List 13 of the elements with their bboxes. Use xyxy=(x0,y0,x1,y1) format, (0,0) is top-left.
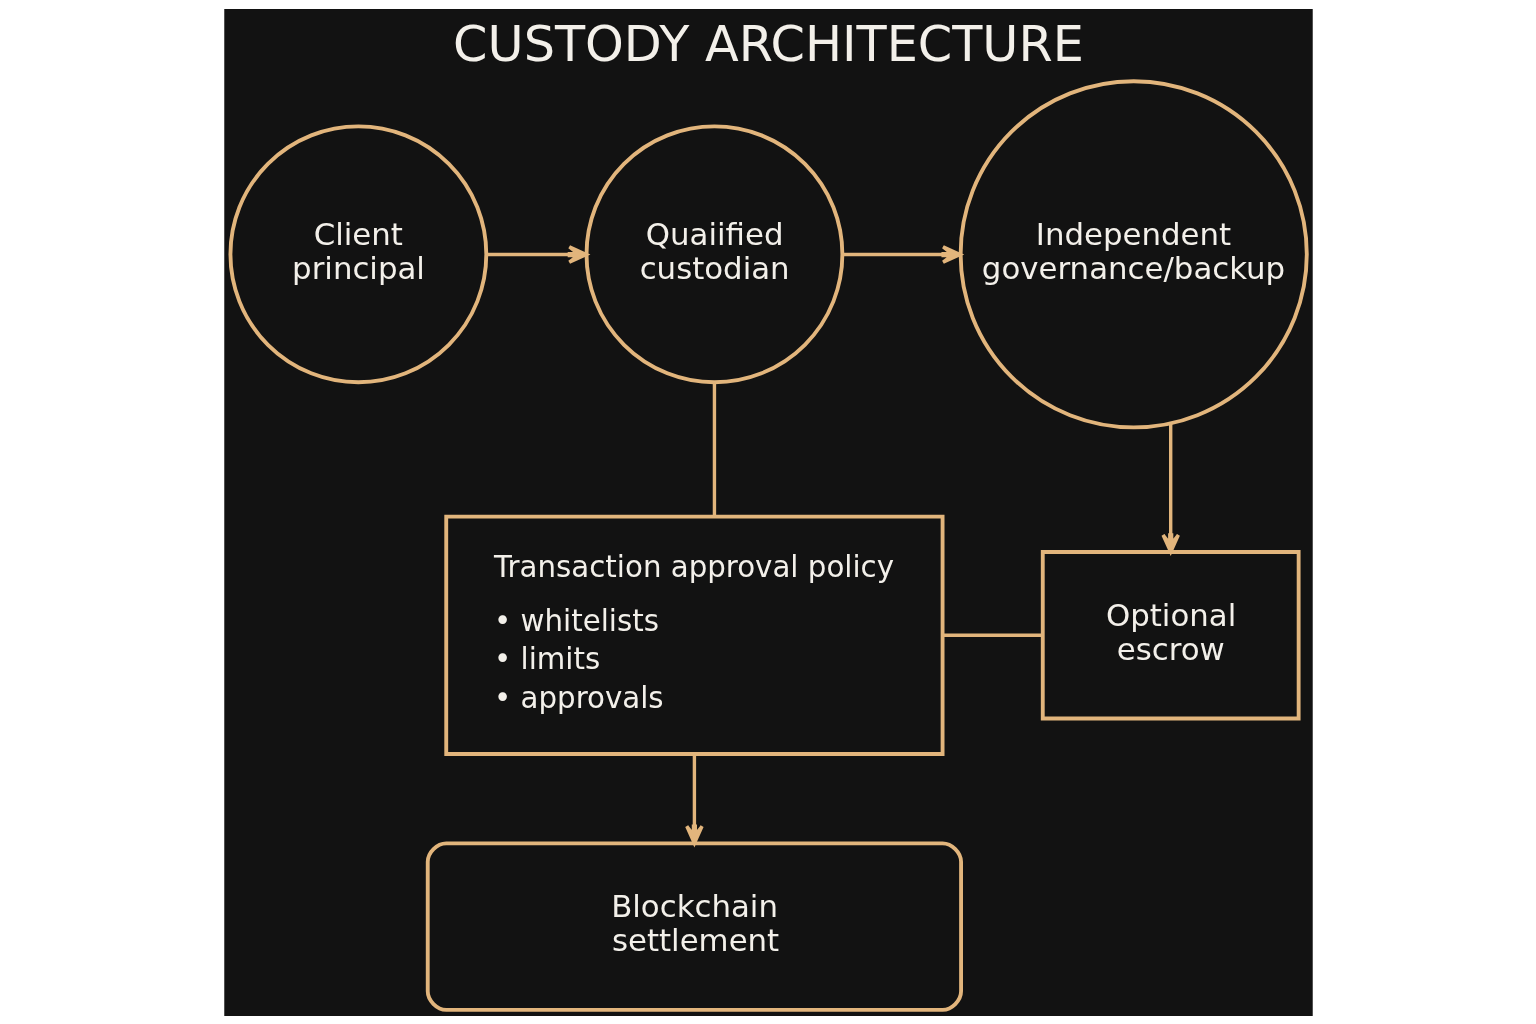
connector xyxy=(942,633,1043,637)
arrow xyxy=(485,244,588,264)
node-box: Blockchain settlement xyxy=(425,840,963,1012)
connector xyxy=(712,382,716,516)
node-circle: Client principal xyxy=(228,123,488,384)
arrow xyxy=(684,753,704,845)
node-box: Optional escrow xyxy=(1040,549,1301,720)
diagram-title: CUSTODY ARCHITECTURE xyxy=(452,14,1084,73)
node-box: Transaction approval policy • whitelists • limits • approvals xyxy=(443,514,944,756)
arrow xyxy=(842,244,962,264)
arrow xyxy=(1160,423,1180,554)
node-circle: Quaiified custodian xyxy=(584,123,844,384)
node-circle: Independent governance/backup xyxy=(958,78,1309,429)
